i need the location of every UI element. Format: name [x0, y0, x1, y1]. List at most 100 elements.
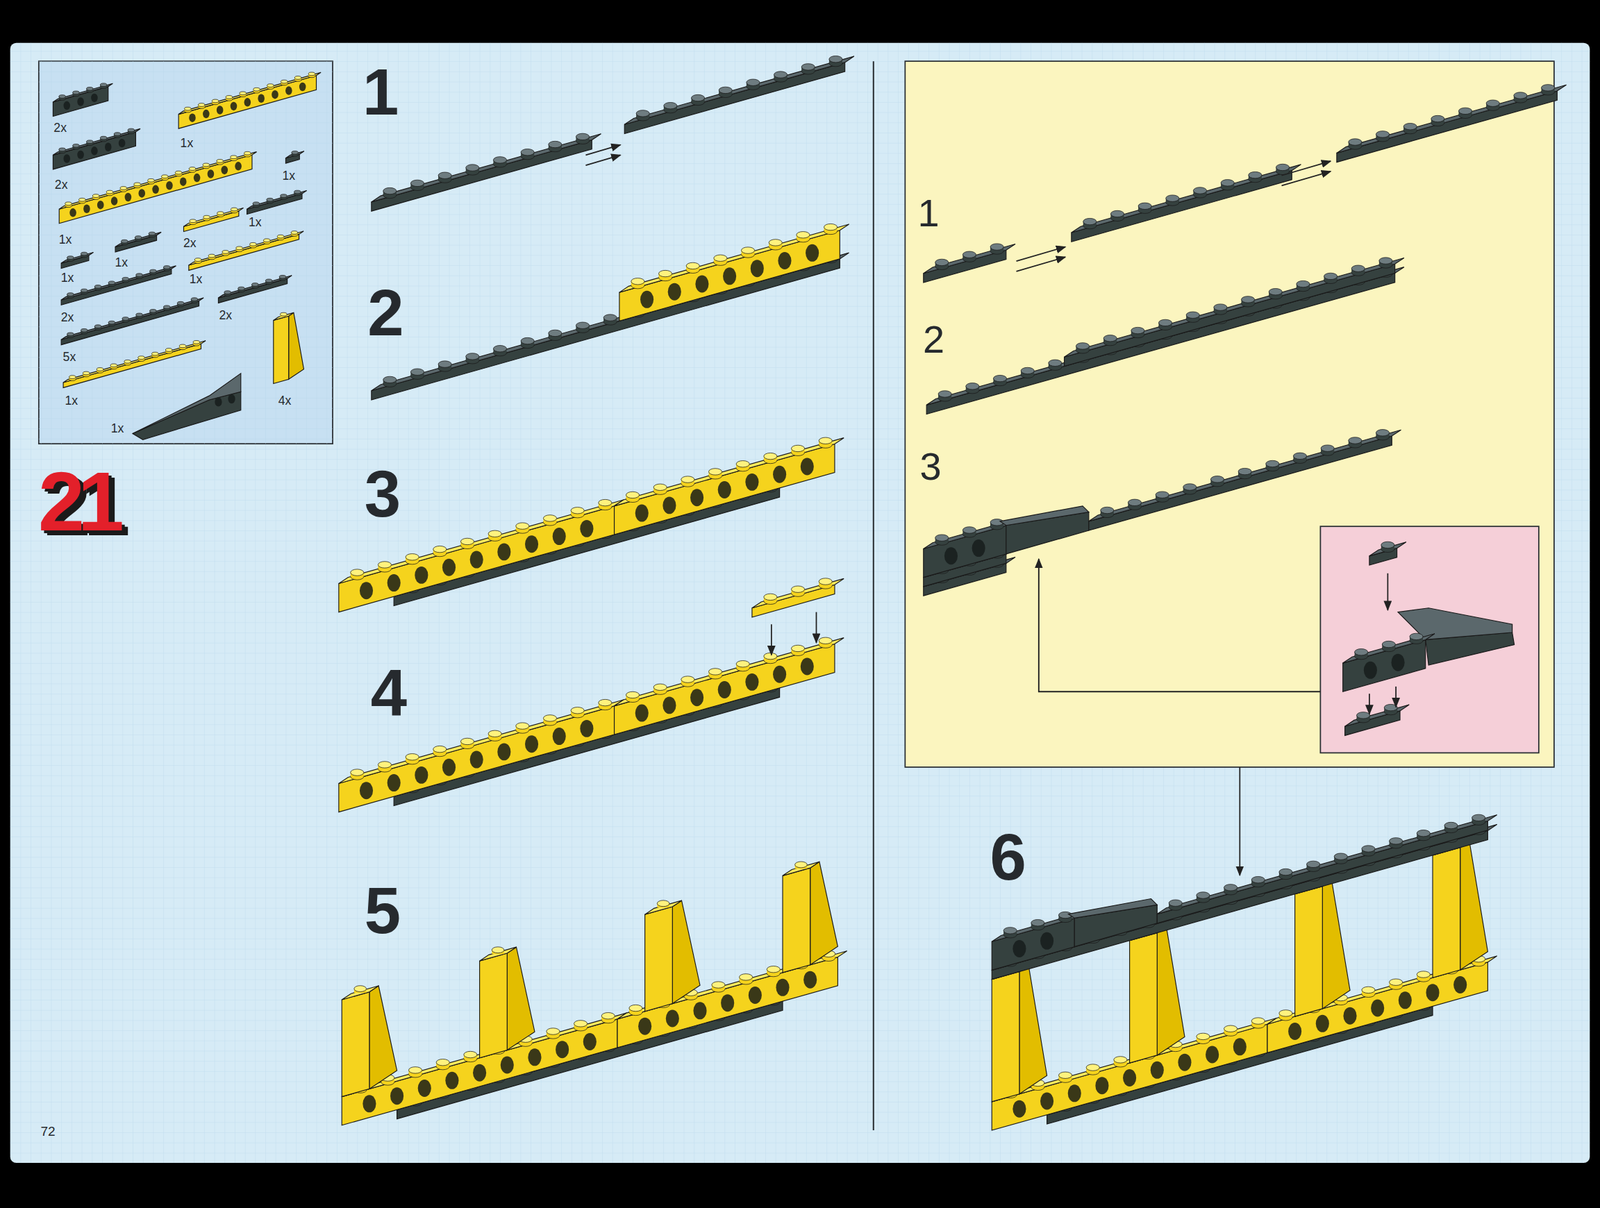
stud-top: [465, 353, 480, 360]
stud-top: [92, 194, 100, 198]
stud-top: [1416, 829, 1430, 837]
brick-top: [1071, 164, 1302, 233]
stud-top: [736, 661, 750, 668]
technic-hole: [525, 735, 539, 753]
technic-hole: [745, 673, 759, 691]
stud-top: [138, 356, 146, 360]
stud-top: [86, 86, 94, 91]
stud-top: [80, 252, 88, 256]
technic-hole: [83, 204, 91, 214]
stud-top: [106, 190, 114, 194]
assembly-arrow: [1386, 573, 1389, 611]
stud-top: [1165, 195, 1180, 202]
brick-front: [1047, 1006, 1433, 1125]
stud-top: [150, 309, 157, 314]
stud-top: [774, 71, 788, 78]
technic-hole: [748, 986, 762, 1005]
stud-top: [1248, 171, 1262, 178]
technic-hole: [207, 169, 215, 178]
technic-hole: [777, 252, 791, 270]
technic-hole: [470, 751, 484, 769]
stud-top: [263, 238, 271, 243]
brick-front: [115, 235, 157, 253]
stud-top: [1458, 107, 1472, 114]
technic-hole: [579, 720, 594, 738]
stud-top: [1293, 452, 1307, 460]
step-number: 3: [364, 461, 401, 527]
stud-top: [829, 56, 843, 63]
stud-top: [265, 279, 273, 283]
stud-top: [1275, 163, 1289, 171]
stud-top: [1279, 868, 1293, 875]
parts-list: [52, 72, 321, 440]
dark-brick: [991, 911, 1084, 971]
stud-top: [1020, 367, 1035, 374]
technic-hole: [414, 766, 428, 785]
technic-hole: [152, 185, 160, 194]
slope-top: [645, 900, 682, 915]
technic-hole: [579, 520, 594, 538]
stud-top: [488, 730, 502, 737]
brick-front: [188, 234, 300, 271]
stud-top: [1354, 649, 1369, 656]
brick-top: [247, 190, 307, 210]
technic-hole: [800, 458, 814, 476]
technic-hole: [1012, 1100, 1026, 1119]
stud-top: [59, 147, 66, 152]
stud-top: [1541, 84, 1555, 91]
step-number: 4: [370, 660, 407, 726]
brick-front: [923, 250, 1007, 283]
technic-hole: [1370, 1000, 1385, 1018]
stud-top: [713, 254, 728, 262]
stud-top: [410, 368, 424, 375]
stud-top: [1100, 506, 1114, 514]
stud-top: [94, 285, 102, 289]
brick-front: [52, 131, 136, 170]
assembly-arrow: [1395, 686, 1397, 707]
stud-top: [436, 1059, 450, 1066]
technic-hole: [800, 658, 814, 676]
stud-top: [134, 236, 142, 240]
stud-top: [280, 79, 288, 84]
technic-hole: [63, 154, 71, 163]
technic-hole: [359, 781, 373, 800]
technic-hole: [772, 665, 787, 684]
brick-top: [923, 519, 1016, 549]
stud-top: [1375, 429, 1389, 437]
technic-hole: [805, 244, 819, 262]
step-1: [371, 56, 855, 212]
parts-grid: [38, 61, 333, 444]
brick-front: [61, 268, 172, 305]
stud-top: [1389, 838, 1403, 845]
stud-top: [72, 90, 80, 95]
stud-top: [1213, 304, 1228, 311]
stud-top: [110, 363, 118, 368]
brick-top: [371, 134, 602, 203]
technic-hole: [1122, 1069, 1137, 1087]
callout-arrow: [1038, 559, 1321, 692]
stud-top: [122, 277, 130, 281]
part-count: 1x: [61, 271, 75, 285]
stud-top: [1058, 1072, 1072, 1079]
stud-top: [86, 140, 94, 144]
stud-top: [67, 256, 75, 260]
stud-top: [59, 95, 66, 99]
technic-hole: [552, 527, 566, 546]
slope-front: [273, 315, 289, 384]
stud-top: [1251, 1018, 1265, 1025]
assembly-arrow: [815, 612, 818, 644]
stud-top: [653, 484, 667, 491]
stud-top: [1486, 100, 1500, 107]
brick-front: [1156, 821, 1488, 924]
technic-hole: [387, 774, 401, 792]
stud-top: [236, 246, 244, 250]
stud-top: [603, 314, 617, 321]
parts-box: [38, 61, 333, 444]
stud-top: [1048, 359, 1062, 366]
technic-hole: [695, 275, 709, 294]
stud-top: [252, 283, 260, 287]
stud-top: [663, 102, 678, 110]
stud-top: [438, 361, 452, 368]
page-number: 72: [40, 1125, 55, 1139]
